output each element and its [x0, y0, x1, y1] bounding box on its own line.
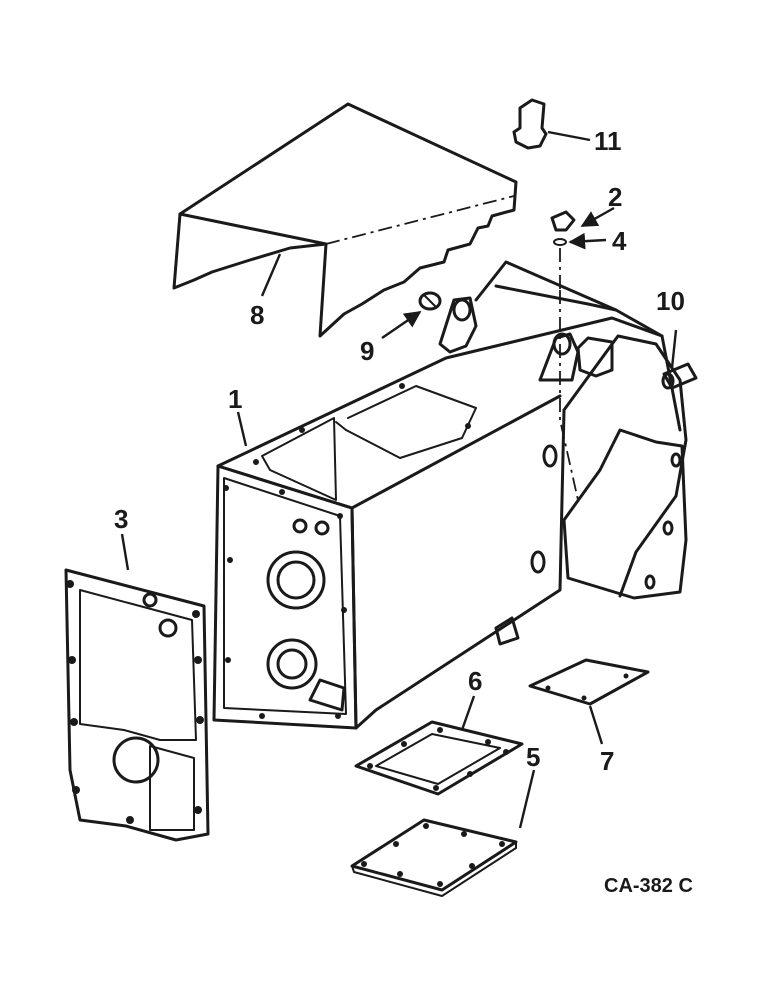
callout-4: 4	[612, 226, 627, 256]
washer-part-4	[553, 238, 567, 290]
fitting-part-11	[512, 98, 548, 150]
callout-3: 3	[114, 504, 128, 534]
callout-11: 11	[594, 126, 622, 156]
cover-gasket-part-6	[354, 720, 524, 796]
leader-lines	[120, 130, 678, 829]
callout-5: 5	[526, 742, 540, 772]
callout-labels: 1 2 3 4 5 6 7 8 9 10 11 CA-382 C	[114, 126, 693, 897]
callout-1: 1	[228, 384, 242, 414]
callout-8: 8	[250, 300, 264, 330]
plug-part-2	[550, 210, 576, 232]
figure-reference: CA-382 C	[604, 875, 693, 897]
callout-10: 10	[656, 286, 685, 316]
small-plate-part-7	[528, 658, 650, 706]
bushing-part-9	[418, 291, 442, 311]
callout-2: 2	[608, 182, 622, 212]
top-cover-part	[172, 102, 518, 338]
cover-plate-part-5	[350, 818, 518, 897]
gasket-part-3	[64, 568, 210, 842]
callout-9: 9	[360, 336, 374, 366]
transmission-case-part	[212, 260, 688, 730]
callout-6: 6	[468, 666, 482, 696]
callout-7: 7	[600, 746, 614, 776]
